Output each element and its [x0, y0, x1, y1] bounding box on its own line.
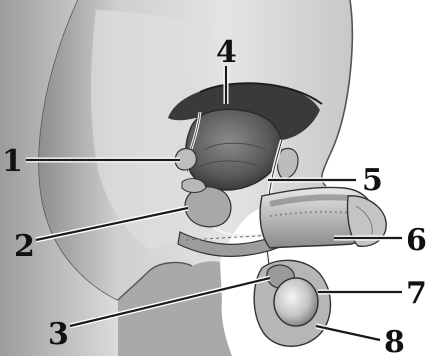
- label-1: 1: [2, 144, 23, 179]
- testis: [274, 278, 318, 326]
- label-4: 4: [216, 35, 237, 70]
- label-6: 6: [406, 223, 427, 258]
- label-2: 2: [14, 229, 35, 264]
- leader-8: [316, 326, 380, 340]
- label-5: 5: [362, 163, 383, 198]
- label-7: 7: [406, 276, 427, 311]
- label-3: 3: [48, 317, 69, 352]
- label-8: 8: [384, 325, 405, 356]
